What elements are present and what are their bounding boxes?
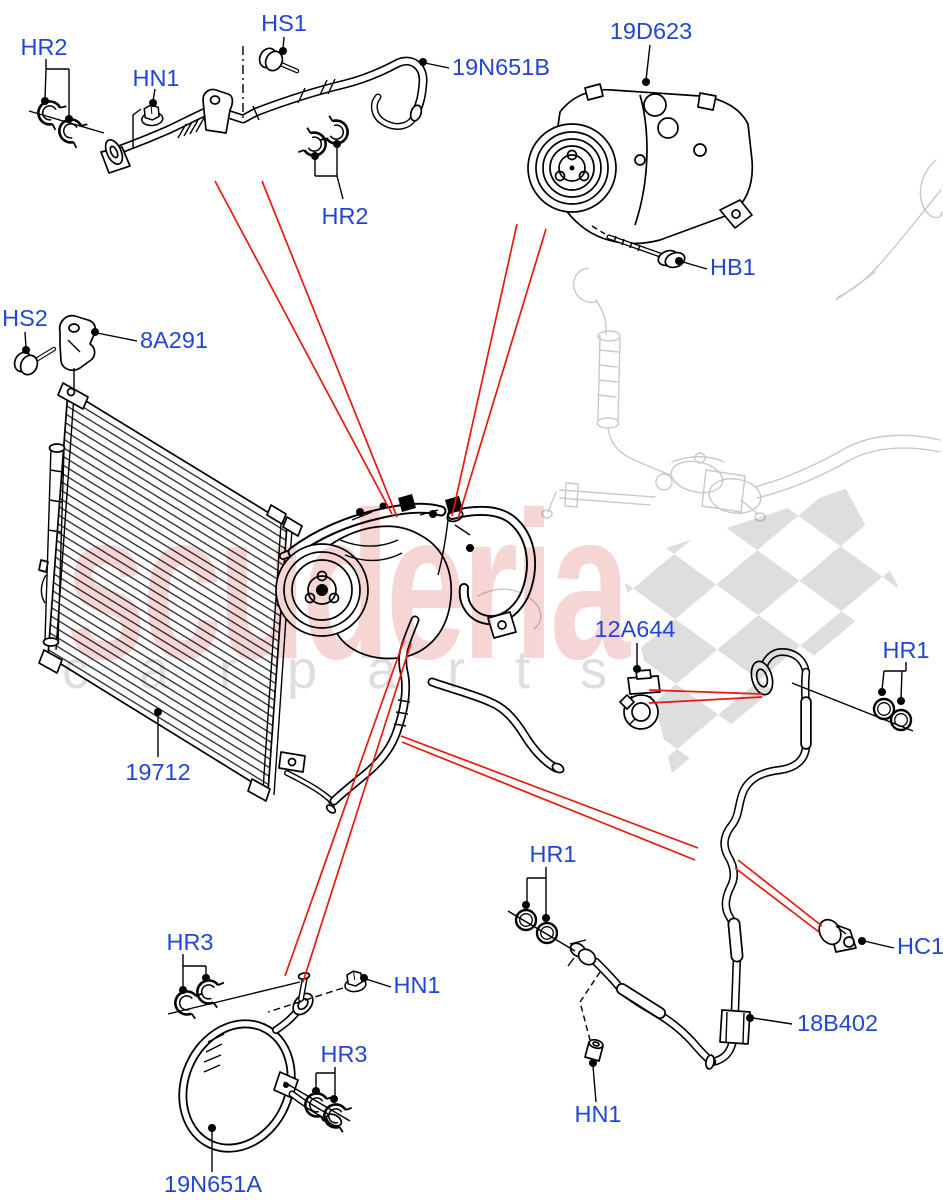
bolt-HS1-drawing	[258, 47, 300, 74]
part-label-HB1[interactable]: HB1	[710, 254, 756, 280]
part-label-HR3-upper[interactable]: HR3	[166, 929, 213, 955]
watermark-layer: scuderia carparts	[62, 468, 898, 773]
background-faint-pipes	[477, 159, 943, 630]
part-labels: HR2 HN1 HS1 19N651B 19D623 HB1 HS2 8A291…	[2, 10, 943, 1197]
pipe-19N651B-drawing	[100, 56, 428, 174]
part-label-19D623[interactable]: 19D623	[610, 18, 692, 44]
leader-dots	[22, 47, 905, 1132]
part-label-HR1-right[interactable]: HR1	[882, 637, 929, 663]
connector-HC1-drawing	[818, 918, 857, 953]
part-label-HN1-top[interactable]: HN1	[132, 65, 179, 91]
part-label-8A291[interactable]: 8A291	[140, 327, 208, 353]
part-label-HS1[interactable]: HS1	[261, 10, 307, 36]
bolt-HS2-drawing	[13, 346, 57, 376]
clip-set	[32, 94, 913, 1134]
part-label-19N651B[interactable]: 19N651B	[452, 54, 550, 80]
bracket-8A291-drawing	[58, 314, 97, 371]
part-label-HN1-left[interactable]: HN1	[393, 972, 440, 998]
part-label-HN1-bottom[interactable]: HN1	[574, 1101, 621, 1127]
hose-19N651A-drawing	[178, 972, 343, 1153]
condenser-19712-drawing	[38, 382, 337, 814]
red-leader-lines	[214, 180, 823, 983]
part-label-HR3-lower[interactable]: HR3	[320, 1041, 367, 1067]
part-label-HS2[interactable]: HS2	[2, 305, 48, 331]
part-label-HR2-mid[interactable]: HR2	[321, 203, 368, 229]
watermark-brand-text: scuderia	[66, 468, 632, 703]
compressor-19D623-drawing	[527, 83, 754, 245]
part-label-19N651A[interactable]: 19N651A	[164, 1171, 262, 1197]
part-label-HR1-bottom[interactable]: HR1	[529, 841, 576, 867]
part-label-19712[interactable]: 19712	[125, 759, 190, 785]
part-label-18B402[interactable]: 18B402	[797, 1010, 878, 1036]
leader-lines	[22, 36, 914, 1172]
part-label-HR2-top[interactable]: HR2	[20, 34, 67, 60]
part-label-HC1[interactable]: HC1	[897, 933, 943, 959]
installed-assembly-drawing	[275, 494, 565, 806]
watermark-subtext: carparts	[62, 640, 657, 700]
checkered-flag-watermark	[620, 489, 898, 773]
line-art	[13, 36, 914, 1172]
part-label-12A644[interactable]: 12A644	[594, 616, 675, 642]
